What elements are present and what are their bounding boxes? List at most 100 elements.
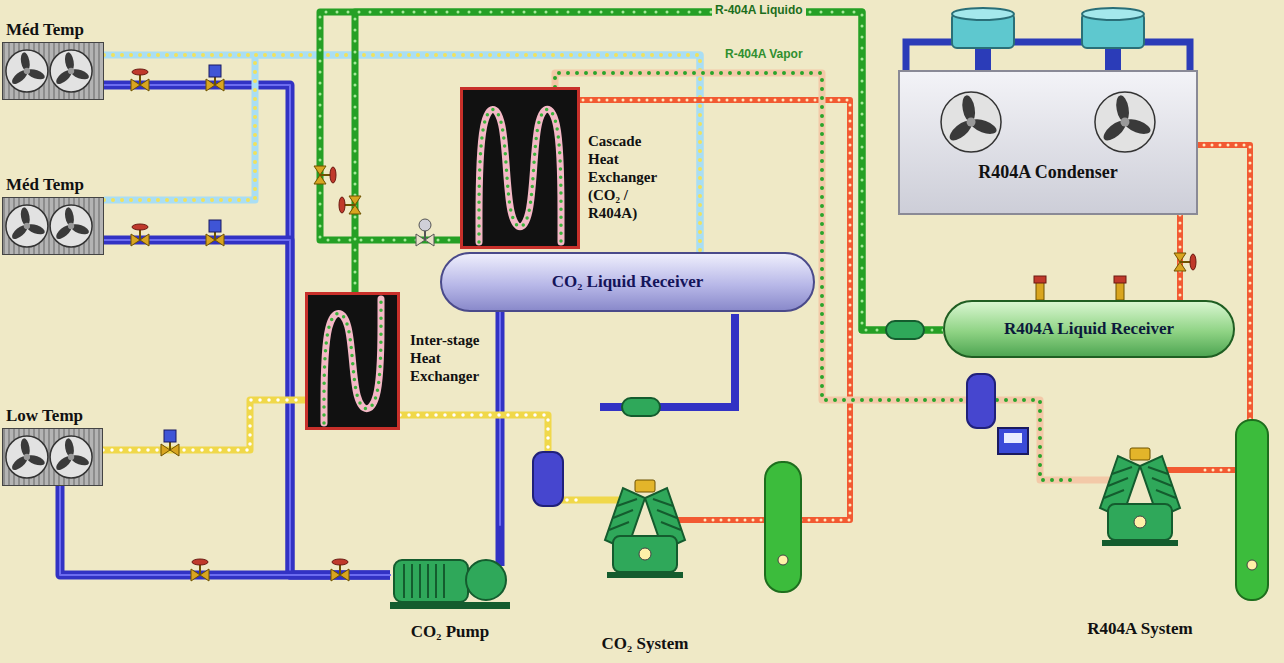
fan-stand [975,46,991,72]
pipe-flow [104,55,700,252]
fan [50,436,92,478]
fan-ring [6,50,48,92]
oil-separator [1236,420,1268,600]
pipe-stub [1165,467,1205,473]
coil-tube [479,109,561,242]
heat-exchanger: Inter-stage Heat Exchanger [305,292,400,430]
solenoid-valve [206,65,224,91]
fan-blade [54,68,74,87]
node-label: CO₂ Pump [411,622,489,642]
heat-exchanger-coil [463,90,577,246]
fan-housing-top [1082,8,1144,20]
pipe-stub [496,525,505,566]
fan-hub [24,68,30,74]
node-label: Cascade Heat Exchanger (CO₂ / R404A) [588,132,668,222]
fan-ring [50,436,92,478]
coil-flow-dots [479,109,561,242]
relief-valve [1034,276,1046,300]
pipe-flow [104,55,700,252]
fan-hub [68,223,74,229]
fan-hub [68,68,74,74]
fan-blade [10,68,30,87]
relief-valve-cap [1034,276,1046,283]
hand-valve [339,196,361,214]
condenser-fans [900,72,1196,213]
valve-bulb [419,219,431,231]
pipe [103,400,305,450]
fan [6,436,48,478]
evaporator-coil [2,428,103,486]
fan-ring [6,205,48,247]
fan-housing-top [952,8,1014,20]
expansion-valve [416,219,434,246]
fan-blade [10,454,30,473]
fan-ring [941,92,1001,152]
oil-sight-glass [639,548,651,560]
pipe-stub [585,497,622,504]
hand-valve [131,69,149,91]
evaporator-fans [3,429,93,485]
pipe-connector [104,55,700,252]
fan [1095,92,1155,152]
liquid-receiver: CO₂ Liquid Receiver [440,252,815,312]
drain-pipe [600,314,735,407]
motor-fins [404,564,444,598]
valve-handwheel [332,559,348,565]
hand-valve [1174,253,1196,271]
relief-valve-cap [1114,276,1126,283]
solenoid-valve [206,220,224,246]
suction-accumulator [533,452,563,506]
heat-exchanger-coil [308,295,397,427]
pump-motor [394,560,468,602]
coil-flow-dots [324,299,381,423]
pipe-label: R-404A Vapor [722,47,806,61]
node-label: Low Temp [2,406,83,426]
evaporator-fans [3,198,93,254]
fan-ring [1095,92,1155,152]
fan-hub [967,118,976,127]
evaporator-coil [2,42,104,100]
fan-blade [54,223,74,242]
relief-valve-body [1036,282,1044,300]
solenoid-coil [164,430,176,442]
pipe [60,486,390,575]
fan [50,50,92,92]
valve-handwheel [192,559,208,565]
pipe-flow [355,12,943,330]
pipe-connector [104,85,390,575]
evaporator-unit: Méd Temp [2,175,104,255]
node-label: Inter-stage Heat Exchanger [410,331,490,385]
sight-glass [778,555,788,565]
pipe-connector [104,55,700,252]
valve-handwheel [132,69,148,75]
coil-tube [324,299,381,423]
node-label: R404A System [1087,619,1192,639]
solenoid-coil [209,65,221,77]
fan-blade [947,117,975,144]
fan-blade [10,223,30,242]
pump-volute [466,560,506,600]
compressor-head [1130,448,1150,460]
evaporator-coil [2,197,104,255]
pipe-connector [320,12,943,330]
pipe [104,55,700,252]
pipe-label: R-404A Liquido [712,3,806,17]
condenser-unit: R404A Condenser [898,70,1198,215]
relief-valve [1114,276,1126,300]
pipe [104,85,390,575]
cooling-fins [1104,467,1176,498]
hand-valve [314,166,336,184]
cooling-fins [609,499,681,530]
liquid-receiver: R404A Liquid Receiver [943,300,1235,358]
fan-hub [24,223,30,229]
pipe-flow [104,85,390,575]
compressor-base [1102,540,1178,546]
hand-valve [331,559,349,581]
pipe-flow [60,486,390,575]
compressor-base [607,572,683,578]
crankcase [613,536,677,572]
valve-handwheel [132,224,148,230]
fan [50,205,92,247]
pump [390,560,510,609]
